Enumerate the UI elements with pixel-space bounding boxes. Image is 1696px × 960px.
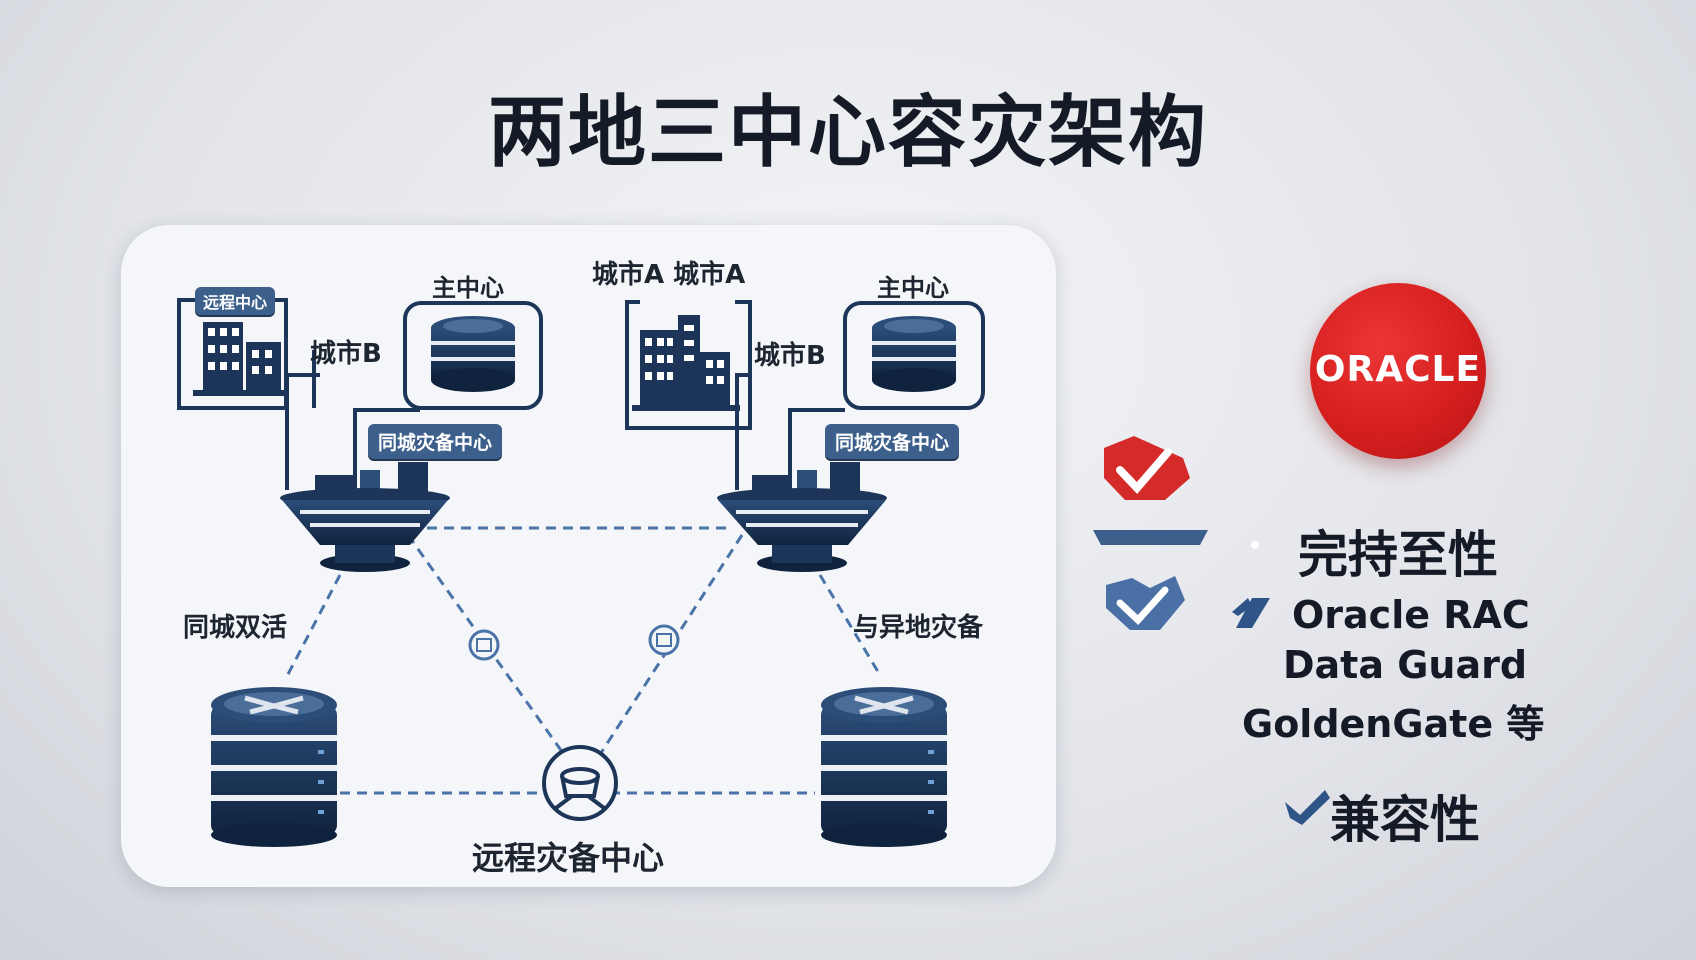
server-stack-icon xyxy=(211,687,337,847)
remote-dr-label: 与异地灾备 xyxy=(853,613,984,643)
remote-center-tag: 远程中心 xyxy=(195,287,276,315)
oracle-logo: ORACLE xyxy=(1310,283,1486,459)
oracle-logo-text: ORACLE xyxy=(1314,349,1482,390)
compatibility-label: 兼容性 xyxy=(1330,791,1480,849)
database-icon xyxy=(872,316,956,392)
left-connectors xyxy=(285,350,420,490)
main-center-left-label: 主中心 xyxy=(432,274,504,302)
city-b-left-label: 城市B xyxy=(310,339,382,369)
same-city-tag-right: 同城灾备中心 xyxy=(825,424,960,459)
same-city-tag-left: 同城灾备中心 xyxy=(368,424,503,459)
check-icon xyxy=(1104,436,1190,500)
check-icon xyxy=(1285,790,1330,825)
city-a-label: 城市A 城市A xyxy=(592,260,746,290)
server-stack-icon xyxy=(821,687,947,847)
remote-dr-center-label: 远程灾备中心 xyxy=(472,839,665,877)
building-windows xyxy=(208,325,724,384)
building-icon xyxy=(193,322,288,396)
link-badge-icon xyxy=(468,624,680,661)
main-center-right-label: 主中心 xyxy=(877,274,949,302)
database-icon xyxy=(431,316,515,392)
product-item-dataguard: Data Guard xyxy=(1283,643,1528,687)
product-item-rac: Oracle RAC xyxy=(1292,593,1530,637)
same-city-active-label: 同城双活 xyxy=(183,613,288,643)
right-main-frame xyxy=(843,301,985,410)
right-connectors xyxy=(735,373,845,490)
check-icon xyxy=(1232,598,1270,628)
city-b-right-label: 城市B xyxy=(754,341,826,371)
hub-icon xyxy=(717,462,887,572)
page-title: 两地三中心容灾架构 xyxy=(487,88,1208,178)
product-item-goldengate: GoldenGate 等 xyxy=(1242,702,1545,746)
network-icon xyxy=(542,745,618,821)
support-heading: 完持至性 xyxy=(1298,526,1498,584)
check-icon xyxy=(1106,576,1185,630)
link-badge-glyph xyxy=(476,633,672,652)
left-remote-frame xyxy=(177,298,288,410)
hub-icon xyxy=(280,462,450,572)
left-main-frame xyxy=(403,301,543,410)
divider-bar xyxy=(1093,530,1259,549)
right-city-frame xyxy=(625,300,752,430)
